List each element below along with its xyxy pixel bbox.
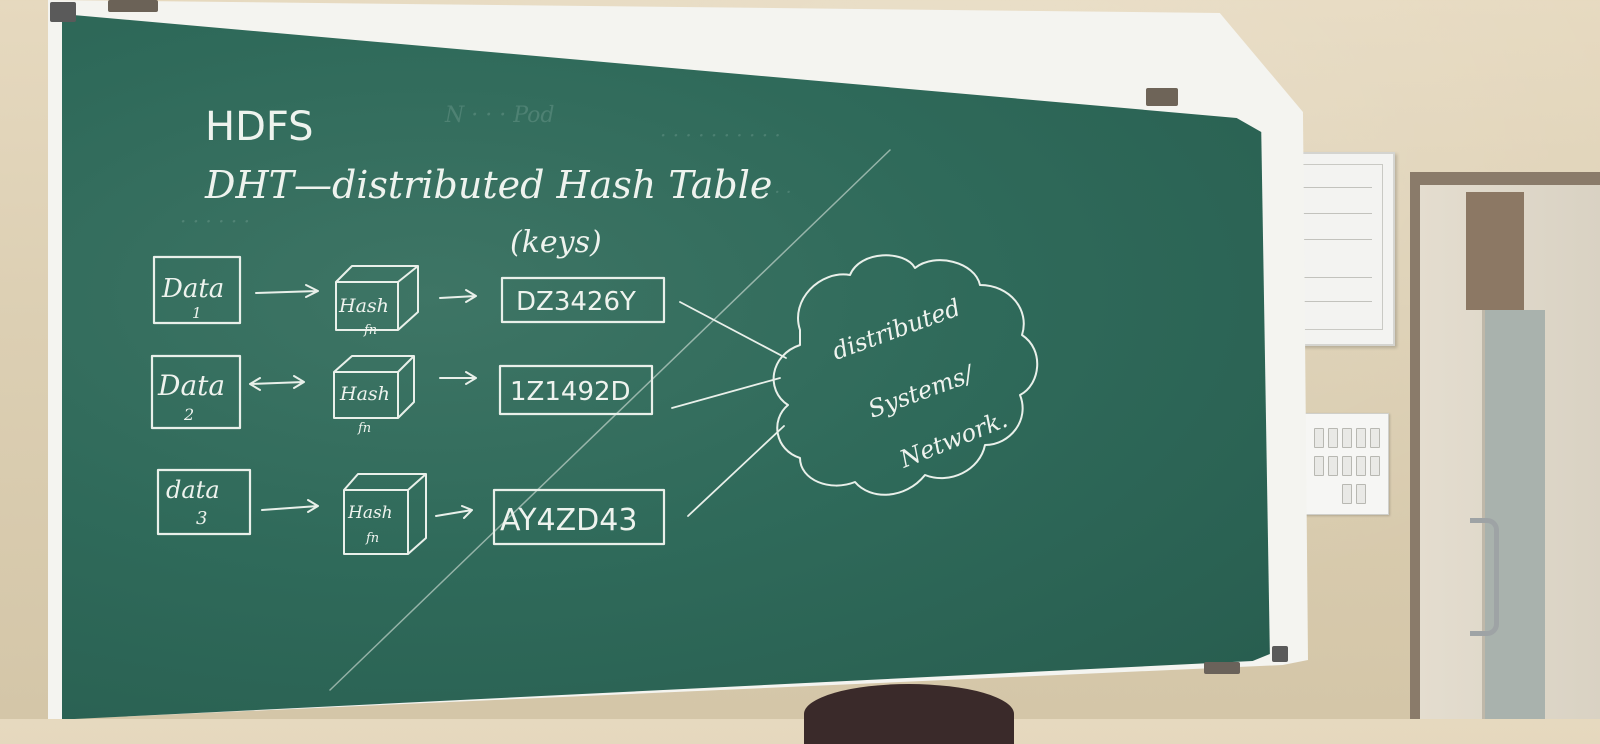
hash-cube-3 xyxy=(343,473,427,555)
cloud-text-line2: Systems/ xyxy=(864,359,979,424)
key-box-2 xyxy=(498,364,654,416)
door-upper-panel xyxy=(1466,192,1524,310)
title-hdfs: HDFS xyxy=(205,104,314,150)
arrow-hash-to-key-3 xyxy=(435,505,473,519)
key-box-1 xyxy=(500,276,666,324)
ghost-text: · · · · · · xyxy=(180,209,250,233)
hash-label-2: Hash xyxy=(339,383,390,405)
switch xyxy=(1342,428,1352,448)
door-handle xyxy=(1470,518,1499,636)
key-2: 1Z1492D xyxy=(510,377,631,407)
arrow-hash-to-key-1 xyxy=(439,289,477,303)
door-glass-panel xyxy=(1482,310,1545,719)
notice-line xyxy=(1266,277,1372,278)
arrow-data-to-hash-2 xyxy=(249,375,305,391)
switch xyxy=(1370,428,1380,448)
hash-sub-3: fn xyxy=(365,531,379,546)
board-corner-clip xyxy=(1272,646,1288,662)
data-box-1-num: 1 xyxy=(192,304,202,322)
electrical-switch-panel xyxy=(1301,413,1389,515)
hash-sub-1: fn xyxy=(363,323,377,338)
switch xyxy=(1328,456,1338,476)
data-box-3-label: data xyxy=(166,476,220,504)
board-bottom-clip xyxy=(1204,662,1240,674)
data-box-2-num: 2 xyxy=(183,405,194,424)
ghost-text: · · · · · · · · · · xyxy=(660,123,781,147)
hash-label-1: Hash xyxy=(338,295,389,317)
hash-cube-2 xyxy=(333,355,415,419)
switch xyxy=(1314,456,1324,476)
switch xyxy=(1342,456,1352,476)
board-top-clip xyxy=(1146,88,1178,106)
hash-cube-1 xyxy=(335,265,419,331)
diagonal-chalk-line xyxy=(329,149,891,691)
notice-line xyxy=(1266,213,1372,214)
switch xyxy=(1370,456,1380,476)
switch xyxy=(1342,484,1352,504)
ghost-text: N · · · Pod xyxy=(444,103,554,128)
network-cloud xyxy=(772,254,1039,496)
ghost-text: · · · · · xyxy=(740,182,792,203)
switch xyxy=(1356,484,1366,504)
switch xyxy=(1328,428,1338,448)
data-box-2 xyxy=(150,354,242,430)
notice-line xyxy=(1266,239,1372,240)
data-box-3 xyxy=(156,468,252,536)
title-dht: DHT—distributed Hash Table xyxy=(204,163,772,207)
notice-line xyxy=(1266,187,1372,188)
key-1: DZ3426Y xyxy=(516,287,636,317)
key-to-network-line-1 xyxy=(679,301,787,359)
keys-label: (keys) xyxy=(510,225,602,260)
hash-sub-2: fn xyxy=(357,421,371,436)
hash-label-3: Hash xyxy=(347,503,393,523)
arrow-data-to-hash-3 xyxy=(261,499,319,513)
chalk-writing: N · · · Pod · · · · · · · · · · · · · · … xyxy=(150,103,1039,691)
arrow-hash-to-key-2 xyxy=(439,371,477,385)
data-box-2-label: Data xyxy=(157,369,225,402)
data-box-1-label: Data xyxy=(161,274,224,304)
arrow-data-to-hash-1 xyxy=(255,284,319,298)
key-3: AY4ZD43 xyxy=(500,503,637,538)
switch xyxy=(1314,428,1324,448)
notice-line xyxy=(1266,301,1372,302)
board-top-clip xyxy=(108,0,158,12)
key-box-3 xyxy=(492,488,666,546)
board-corner-clip xyxy=(50,2,76,22)
key-to-network-line-3 xyxy=(687,425,785,517)
key-to-network-line-2 xyxy=(671,377,781,409)
switch xyxy=(1356,428,1366,448)
data-box-3-num: 3 xyxy=(196,508,207,529)
cloud-text-line1: distributed xyxy=(828,293,964,365)
cloud-text-line3: Network. xyxy=(895,405,1012,474)
chair-back xyxy=(804,684,1014,744)
switch xyxy=(1356,456,1366,476)
data-box-1 xyxy=(152,255,242,325)
